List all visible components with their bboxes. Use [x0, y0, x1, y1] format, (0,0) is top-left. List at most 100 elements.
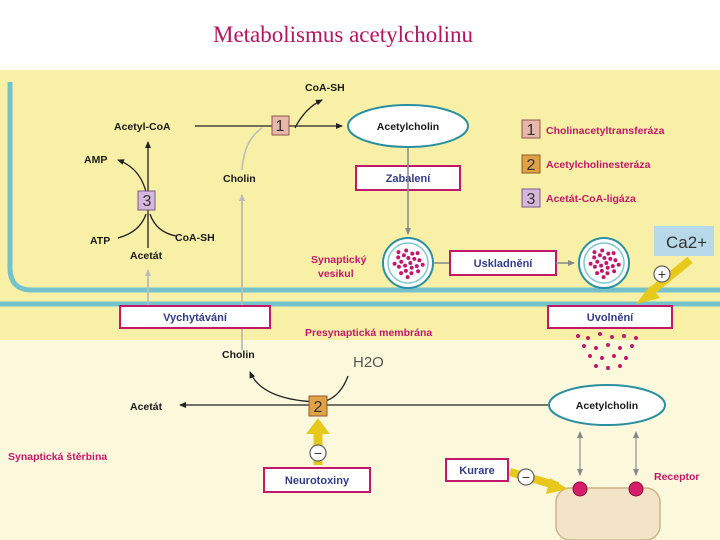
- uskladneni-label: Uskladnění: [474, 258, 534, 270]
- label-vesikul: vesikul: [318, 268, 354, 280]
- released-acetylcholine-dot: [610, 335, 614, 339]
- legend-num-2: 2: [527, 157, 536, 174]
- acetylcholine-dot: [599, 263, 604, 268]
- released-acetylcholine-dot: [588, 354, 592, 358]
- minus-icon-kurare: [517, 468, 535, 486]
- acetylcholine-dot: [605, 265, 610, 270]
- label-atp: ATP: [90, 235, 110, 247]
- arrow-to-coa-sh: [294, 99, 323, 129]
- released-acetylcholine-dot: [618, 364, 622, 368]
- released-acetylcholine: [576, 332, 638, 370]
- acetylcholine-dot: [595, 271, 600, 276]
- released-acetylcholine-dot: [624, 356, 628, 360]
- acetylcholine-dot: [599, 268, 604, 273]
- acetylcholine-dot: [420, 262, 425, 267]
- acetylcholine-dot: [616, 262, 621, 267]
- acetylcholine-dot: [404, 248, 409, 253]
- coa-sh-curve: [149, 213, 177, 237]
- left-membrane: [7, 82, 720, 293]
- page-title: Metabolismus acetylcholinu: [213, 22, 473, 47]
- neurotoxin-arrowhead: [306, 418, 330, 434]
- acetylcholine-dot: [597, 253, 602, 258]
- label-synapticka-sterbina: Synaptická štěrbina: [8, 451, 107, 463]
- calcium-box: [654, 226, 714, 256]
- cholin-release-curve: [249, 371, 319, 403]
- legend-label-2: Acetylcholinesteráza: [546, 159, 651, 171]
- label-acetyl-coa: Acetyl-CoA: [114, 121, 171, 133]
- label-h2o: H2O: [353, 354, 384, 371]
- receptor-left: [572, 481, 588, 497]
- kurare-arrowhead: [546, 478, 568, 494]
- acetylcholine-dot: [403, 263, 408, 268]
- acetylcholine-dot: [409, 271, 414, 276]
- acetylcholine-dot: [604, 261, 609, 265]
- kurare-label: Kurare: [459, 465, 494, 477]
- legend-label-1: Cholinacetyltransferáza: [546, 125, 665, 137]
- enzyme-legend: 1 Cholinacetyltransferáza 2 Acetylcholin…: [521, 119, 665, 208]
- legend-label-3: Acetát-CoA-ligáza: [546, 193, 636, 205]
- acetylcholine-dot: [608, 256, 613, 261]
- vychytavani-box: [119, 305, 271, 329]
- acetylcholine-dot: [613, 258, 618, 263]
- released-acetylcholine-dot: [600, 356, 604, 360]
- acetylcholine-dot: [606, 251, 611, 256]
- uskladneni-box: [449, 250, 557, 276]
- legend-num-1: 1: [527, 122, 536, 139]
- uvolneni-box: [547, 305, 673, 329]
- acetylcholine-dot: [415, 251, 420, 256]
- label-presynapticka-membrana: Presynaptická membrána: [305, 327, 432, 339]
- acetylcholine-dot: [611, 251, 616, 256]
- minus-sign-kurare: −: [522, 469, 530, 485]
- label-acetylcholin-low: Acetylcholin: [576, 400, 638, 412]
- label-cholin-low: Cholin: [222, 349, 255, 361]
- acetylcholine-dot: [605, 271, 610, 276]
- uvolneni-label: Uvolnění: [587, 312, 634, 324]
- label-coa-sh-top: CoA-SH: [305, 82, 345, 94]
- enzyme-badge-3: [137, 190, 156, 211]
- acetylcholine-dot: [602, 256, 607, 260]
- acetylcholine-dot: [406, 256, 411, 260]
- label-ca: Ca2+: [666, 233, 707, 252]
- legend-badge-3: [521, 188, 541, 208]
- legend-badge-2: [521, 154, 541, 174]
- plus-sign: +: [658, 266, 666, 282]
- label-acetat-low: Acetát: [130, 401, 163, 413]
- acetylcholine-dot: [408, 261, 413, 265]
- enzyme-num-1: 1: [276, 118, 285, 135]
- acetylcholine-dot: [612, 269, 617, 274]
- released-acetylcholine-dot: [618, 346, 622, 350]
- minus-sign-neurotoxin: −: [314, 445, 322, 461]
- acetylcholine-dot: [396, 255, 401, 260]
- label-cholin-mid: Cholin: [223, 173, 256, 185]
- acetylcholine-dot: [600, 248, 605, 253]
- acetylcholine-dot: [412, 256, 417, 261]
- acetylcholine-dot: [399, 259, 404, 264]
- acetylcholine-dot: [417, 258, 422, 263]
- acetylcholine-dot: [399, 271, 404, 276]
- minus-icon-neurotoxin: [309, 444, 327, 462]
- acetylcholine-dot: [601, 275, 606, 280]
- legend-num-3: 3: [527, 191, 536, 208]
- acetylcholine-dot: [595, 259, 600, 264]
- enzyme-num-2: 2: [314, 399, 323, 416]
- released-acetylcholine-dot: [598, 332, 602, 336]
- released-acetylcholine-dot: [586, 336, 590, 340]
- released-acetylcholine-dot: [606, 343, 610, 347]
- postsynaptic-cell: [555, 487, 661, 540]
- atp-curve: [117, 213, 147, 239]
- acetylcholine-dot: [405, 275, 410, 280]
- enzyme-badge-2: [308, 395, 328, 417]
- acetylcholine-dot: [392, 261, 397, 266]
- label-amp: AMP: [84, 154, 107, 166]
- released-acetylcholine-dot: [606, 366, 610, 370]
- released-acetylcholine-dot: [576, 334, 580, 338]
- released-acetylcholine-dot: [630, 344, 634, 348]
- neurotoxiny-box: [263, 467, 371, 493]
- acetylcholine-dot: [396, 250, 401, 255]
- neurotoxiny-label: Neurotoxiny: [285, 475, 350, 487]
- legend-badge-1: [521, 119, 541, 139]
- acetylcholin-top-node: [347, 104, 469, 148]
- label-coa-sh-mid: CoA-SH: [175, 232, 215, 244]
- released-acetylcholine-dot: [622, 334, 626, 338]
- plus-icon: [653, 265, 671, 283]
